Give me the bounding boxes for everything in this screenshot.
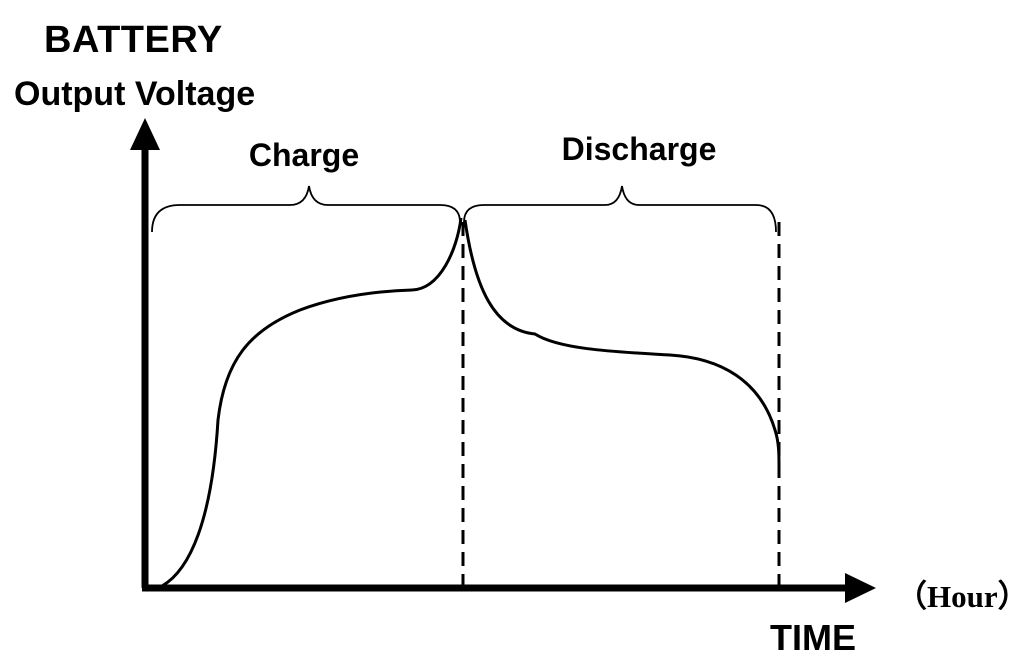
title-battery: BATTERY [44,19,223,61]
y-axis-arrow [130,118,160,150]
x-axis-arrow [845,573,876,603]
discharge-label: Discharge [562,131,717,167]
charge-brace [151,185,461,233]
charge-curve [161,217,463,588]
discharge-brace [463,185,777,233]
discharge-curve [463,219,781,466]
title-output-voltage: Output Voltage [14,75,255,113]
x-axis-label: TIME [770,617,856,658]
x-axis-unit: （Hour） [896,579,1024,614]
charge-label: Charge [249,137,359,173]
